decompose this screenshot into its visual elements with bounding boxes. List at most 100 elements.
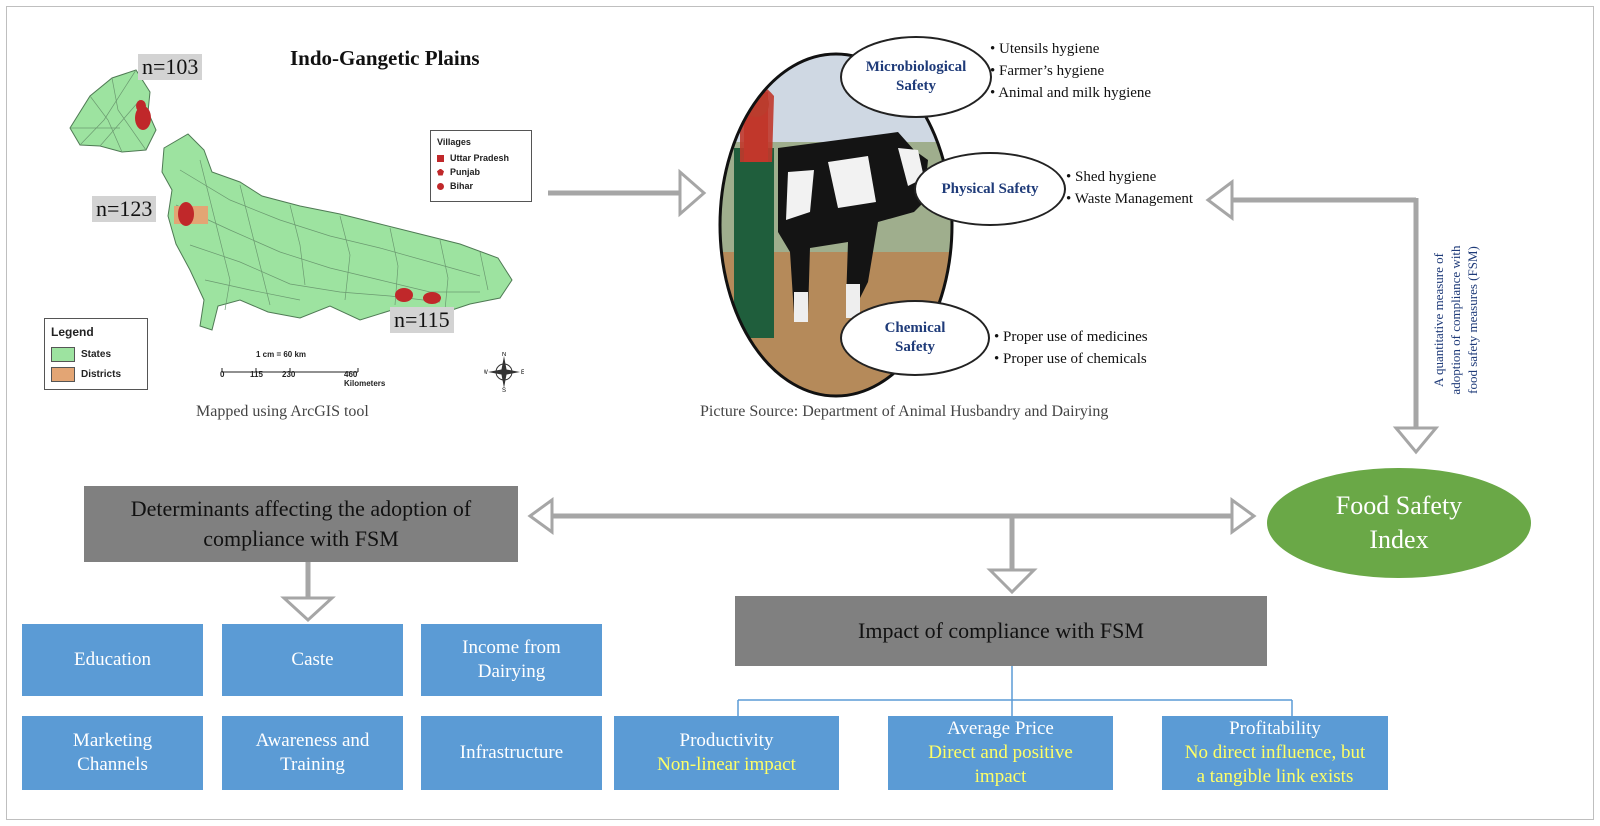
map-legend-label: States (81, 349, 112, 360)
district-marker-punjab (135, 106, 151, 130)
district-marker-bihar-2 (423, 292, 441, 304)
determinant-caste: Caste (222, 624, 403, 696)
districts-swatch-icon (51, 367, 75, 382)
map-caption: Mapped using ArcGIS tool (196, 403, 369, 420)
impact-title: Impact of compliance with FSM (858, 618, 1144, 643)
microbiological-safety-label: Safety (896, 78, 936, 94)
determinant-label: Caste (291, 649, 334, 670)
determinants-title: compliance with FSM (203, 526, 399, 551)
impact-label: Profitability (1229, 718, 1321, 739)
bullet-item: Proper use of chemicals (994, 348, 1148, 370)
determinant-infrastructure: Infrastructure (421, 716, 602, 790)
compass-label: N (502, 352, 506, 358)
bullet-item: Farmer’s hygiene (990, 60, 1151, 82)
arrow-down-icon (1392, 426, 1440, 455)
impact-label: Productivity (679, 730, 774, 751)
determinant-label: Infrastructure (459, 742, 564, 763)
compass-label: S (502, 388, 506, 392)
district-marker-punjab-2 (136, 100, 146, 112)
scale-bar-icon (221, 368, 359, 373)
physical-safety-label: Physical Safety (941, 180, 1039, 197)
villages-legend-label: Bihar (450, 181, 474, 191)
determinant-label: Marketing (72, 730, 153, 751)
arrow-left-icon (527, 497, 554, 535)
impact-average-price: Average Price Direct and positive impact (888, 716, 1113, 790)
chemical-safety-label: Chemical (884, 320, 946, 336)
villages-legend-label: Uttar Pradesh (450, 153, 510, 163)
impact-note: Direct and positive (928, 742, 1073, 763)
sample-size-up: n=123 (92, 196, 157, 222)
determinant-education: Education (22, 624, 203, 696)
scale-tick: 460 Kilometers (344, 370, 386, 388)
punjab-state-shape (69, 69, 157, 153)
dairy-cow-photo (718, 52, 954, 398)
chemical-safety-bullets: Proper use of medicines Proper use of ch… (994, 326, 1148, 370)
villages-legend-item: Punjab (437, 167, 480, 177)
arrow-left-icon (1205, 179, 1234, 221)
microbiological-safety-label: Microbiological (865, 59, 967, 75)
determinant-marketing-channels: Marketing Channels (22, 716, 203, 790)
microbiological-safety-bullets: Utensils hygiene Farmer’s hygiene Animal… (990, 38, 1151, 104)
chemical-safety-label: Safety (895, 339, 935, 355)
sample-size-bihar: n=115 (390, 307, 454, 333)
villages-legend-label: Punjab (450, 167, 481, 177)
map-legend: Legend States Districts (44, 318, 148, 390)
fsi-label: Index (1369, 525, 1429, 554)
chemical-safety-ellipse: Chemical Safety (840, 300, 990, 376)
determinant-label: Awareness and (255, 730, 370, 751)
picture-caption: Picture Source: Department of Animal Hus… (700, 403, 1109, 420)
fsi-label: Food Safety (1335, 491, 1463, 520)
impact-note: impact (974, 766, 1027, 787)
villages-legend: Villages Uttar Pradesh Punjab Bihar (430, 130, 532, 202)
villages-legend-item: Bihar (437, 181, 473, 191)
scale-tick: 115 (250, 370, 263, 379)
bullet-item: Animal and milk hygiene (990, 82, 1151, 104)
microbiological-safety-ellipse: Microbiological Safety (840, 36, 992, 118)
impact-label: Average Price (947, 718, 1054, 739)
determinants-box: Determinants affecting the adoption of c… (84, 486, 518, 562)
map-legend-label: Districts (81, 369, 122, 380)
impact-box: Impact of compliance with FSM (735, 596, 1267, 666)
states-swatch-icon (51, 347, 75, 362)
determinant-label: Dairying (477, 661, 546, 682)
impact-productivity: Productivity Non-linear impact (614, 716, 839, 790)
bullet-item: Waste Management (1066, 188, 1193, 210)
circle-symbol-icon (437, 182, 444, 190)
map-legend-item: States (51, 347, 111, 362)
scale-tick: 0 (220, 370, 225, 379)
determinant-label: Channels (77, 754, 148, 775)
compass-label: E (521, 370, 524, 376)
figure-frame (6, 6, 1594, 820)
pentagon-symbol-icon (437, 168, 444, 176)
bullet-item: Proper use of medicines (994, 326, 1148, 348)
map-legend-item: Districts (51, 367, 121, 382)
arrow-right-icon (678, 168, 707, 218)
arrow-down-icon (986, 568, 1038, 595)
impact-profitability: Profitability No direct influence, but a… (1162, 716, 1388, 790)
determinants-title: Determinants affecting the adoption of (130, 496, 472, 521)
determinant-label: Education (73, 649, 152, 670)
sample-size-punjab: n=103 (138, 54, 203, 80)
compass-label: W (484, 370, 488, 376)
impact-note: Non-linear impact (657, 754, 796, 775)
impact-note: a tangible link exists (1196, 766, 1354, 787)
map-title: Indo-Gangetic Plains (290, 46, 480, 70)
map-legend-title: Legend (51, 325, 94, 339)
bullet-item: Shed hygiene (1066, 166, 1193, 188)
determinant-income: Income from Dairying (421, 624, 602, 696)
physical-safety-ellipse: Physical Safety (914, 152, 1066, 226)
bullet-item: Utensils hygiene (990, 38, 1151, 60)
impact-note: No direct influence, but (1184, 742, 1366, 763)
food-safety-index-ellipse: Food Safety Index (1267, 468, 1531, 578)
determinant-awareness-training: Awareness and Training (222, 716, 403, 790)
determinant-label: Income from (462, 637, 561, 658)
scale-text: 1 cm = 60 km (256, 350, 307, 359)
determinant-label: Training (280, 754, 345, 775)
fsi-vertical-note: A quantitative measure of adoption of co… (1431, 245, 1480, 395)
square-symbol-icon (437, 154, 444, 162)
scale-tick: 230 (282, 370, 296, 379)
arrow-right-icon (1230, 497, 1257, 535)
villages-legend-title: Villages (437, 137, 471, 147)
compass-rose-icon: N S E W (484, 352, 524, 392)
